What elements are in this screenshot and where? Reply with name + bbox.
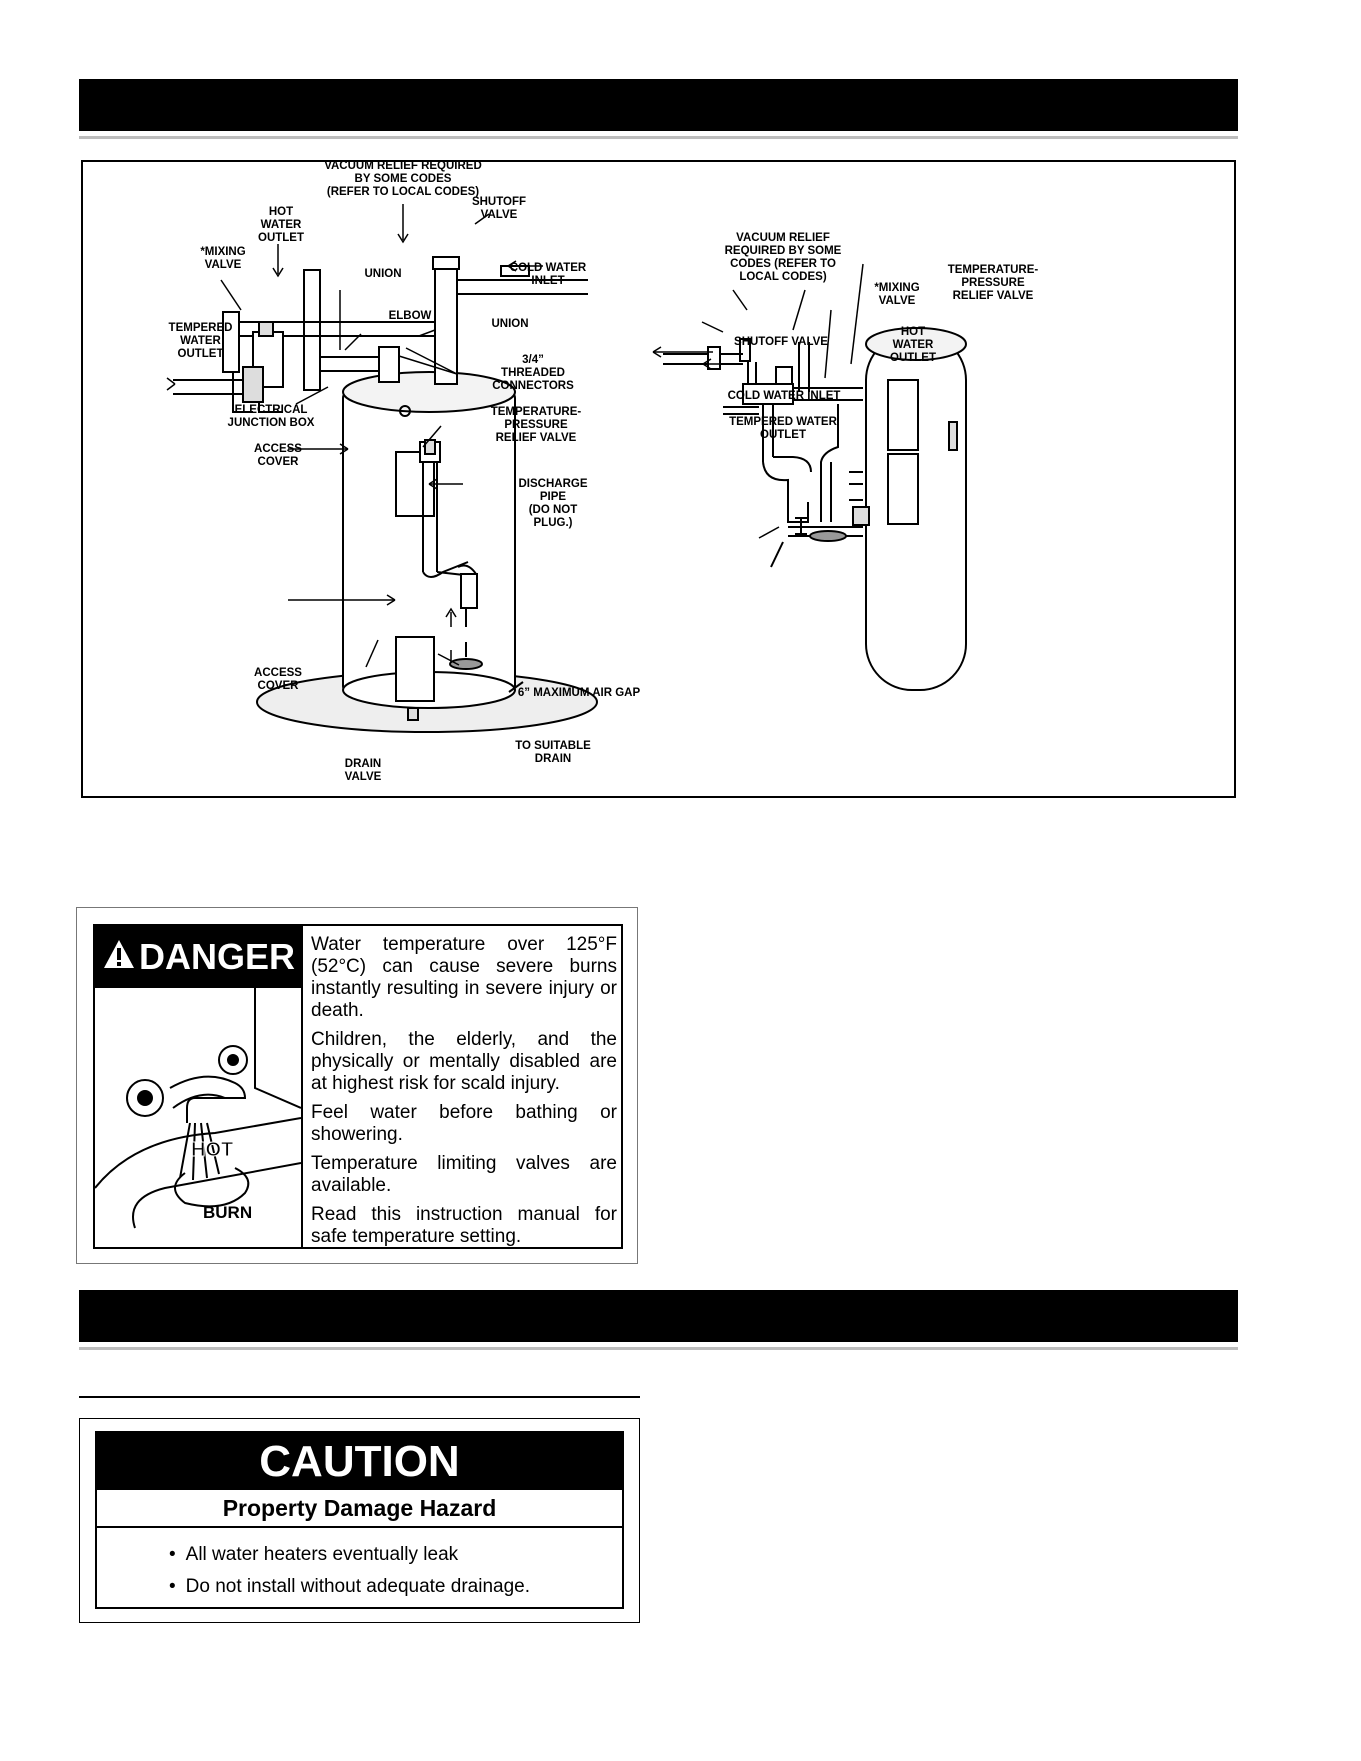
- label-vacuum-relief: VACUUM RELIEF REQUIRED BY SOME CODES (RE…: [324, 160, 482, 198]
- label-shutoff-valve: SHUTOFF VALVE: [471, 196, 527, 221]
- caution-subtitle: Property Damage Hazard: [97, 1490, 622, 1528]
- label-tp-relief-valve-right: TEMPERATURE- PRESSURE RELIEF VALVE: [947, 264, 1039, 302]
- label-cold-water-inlet-right: COLD WATER INLET: [727, 390, 841, 402]
- label-tp-relief-valve-left: TEMPERATURE- PRESSURE RELIEF VALVE: [490, 406, 582, 444]
- label-electrical-junction-box: ELECTRICAL JUNCTION BOX: [227, 404, 315, 429]
- pictogram-burn-text: BURN: [203, 1203, 252, 1222]
- danger-paragraph: Read this instruction manual for safe te…: [311, 1204, 617, 1247]
- label-elbow: ELBOW: [388, 310, 432, 322]
- subsection-rule: [79, 1396, 640, 1398]
- label-threaded-connectors: 3/4” THREADED CONNECTORS: [492, 354, 574, 392]
- pictogram-hot-text: HOT: [191, 1139, 233, 1161]
- installation-diagram: VACUUM RELIEF REQUIRED BY SOME CODES (RE…: [81, 160, 1236, 798]
- caution-label: CAUTION Property Damage Hazard All water…: [79, 1418, 640, 1623]
- right-leader-lines: [652, 263, 864, 539]
- section-header-bar: [79, 79, 1238, 131]
- label-mixing-valve: *MIXING VALVE: [200, 246, 246, 271]
- label-tempered-water-outlet: TEMPERED WATER OUTLET: [168, 322, 233, 360]
- section-header-bar-2: [79, 1290, 1238, 1342]
- warning-triangle-icon: [103, 936, 135, 978]
- label-to-suitable-drain: TO SUITABLE DRAIN: [515, 740, 591, 765]
- label-drain-valve: DRAIN VALVE: [344, 758, 382, 783]
- left-leader-lines: [166, 204, 543, 668]
- caution-item: All water heaters eventually leak: [169, 1539, 530, 1571]
- label-union-top: UNION: [364, 268, 402, 280]
- danger-header: DANGER: [95, 926, 303, 988]
- label-union-right: UNION: [491, 318, 529, 330]
- caution-title: CAUTION: [97, 1433, 622, 1490]
- danger-label-inner: DANGER HOT BURN Water temperature over 1…: [93, 924, 623, 1249]
- danger-paragraph: Feel water before bathing or showering.: [311, 1102, 617, 1145]
- label-access-cover-lower: ACCESS COVER: [254, 667, 302, 692]
- caution-list: All water heaters eventually leak Do not…: [169, 1539, 530, 1603]
- caution-item: Do not install without adequate drainage…: [169, 1571, 530, 1603]
- diagram-drawing: [166, 204, 967, 733]
- danger-paragraph: Children, the elderly, and the physicall…: [311, 1029, 617, 1094]
- danger-paragraph: Water temperature over 125°F (52°C) can …: [311, 934, 617, 1021]
- label-discharge-pipe: DISCHARGE PIPE (DO NOT PLUG.): [518, 478, 588, 529]
- danger-label: DANGER HOT BURN Water temperature over 1…: [76, 907, 638, 1264]
- label-tempered-water-outlet-right: TEMPERED WATER OUTLET: [729, 416, 837, 441]
- label-cold-water-inlet: COLD WATER INLET: [509, 262, 587, 287]
- danger-title: DANGER: [138, 936, 295, 977]
- left-piping: [173, 256, 588, 693]
- label-shutoff-valve-right: SHUTOFF VALVE: [734, 336, 828, 348]
- label-air-gap: 6” MAXIMUM AIR GAP: [517, 687, 641, 699]
- caution-label-inner: CAUTION Property Damage Hazard All water…: [95, 1431, 624, 1609]
- danger-paragraph: Temperature limiting valves are availabl…: [311, 1153, 617, 1196]
- danger-text: Water temperature over 125°F (52°C) can …: [311, 934, 617, 1255]
- label-access-cover-upper: ACCESS COVER: [254, 443, 302, 468]
- section-header-rule-2: [79, 1347, 1238, 1350]
- right-water-heater: [849, 327, 967, 691]
- label-mixing-valve-right: *MIXING VALVE: [874, 282, 920, 307]
- left-water-heater: [256, 371, 598, 733]
- label-hot-water-outlet: HOT WATER OUTLET: [258, 206, 304, 244]
- label-hot-water-outlet-right: HOT WATER OUTLET: [890, 326, 936, 364]
- faucet-burn-icon: HOT BURN: [95, 988, 301, 1229]
- scald-pictogram: HOT BURN: [95, 988, 303, 1247]
- right-piping: [663, 338, 870, 568]
- label-vacuum-relief-right: VACUUM RELIEF REQUIRED BY SOME CODES (RE…: [724, 232, 842, 283]
- section-header-rule: [79, 136, 1238, 139]
